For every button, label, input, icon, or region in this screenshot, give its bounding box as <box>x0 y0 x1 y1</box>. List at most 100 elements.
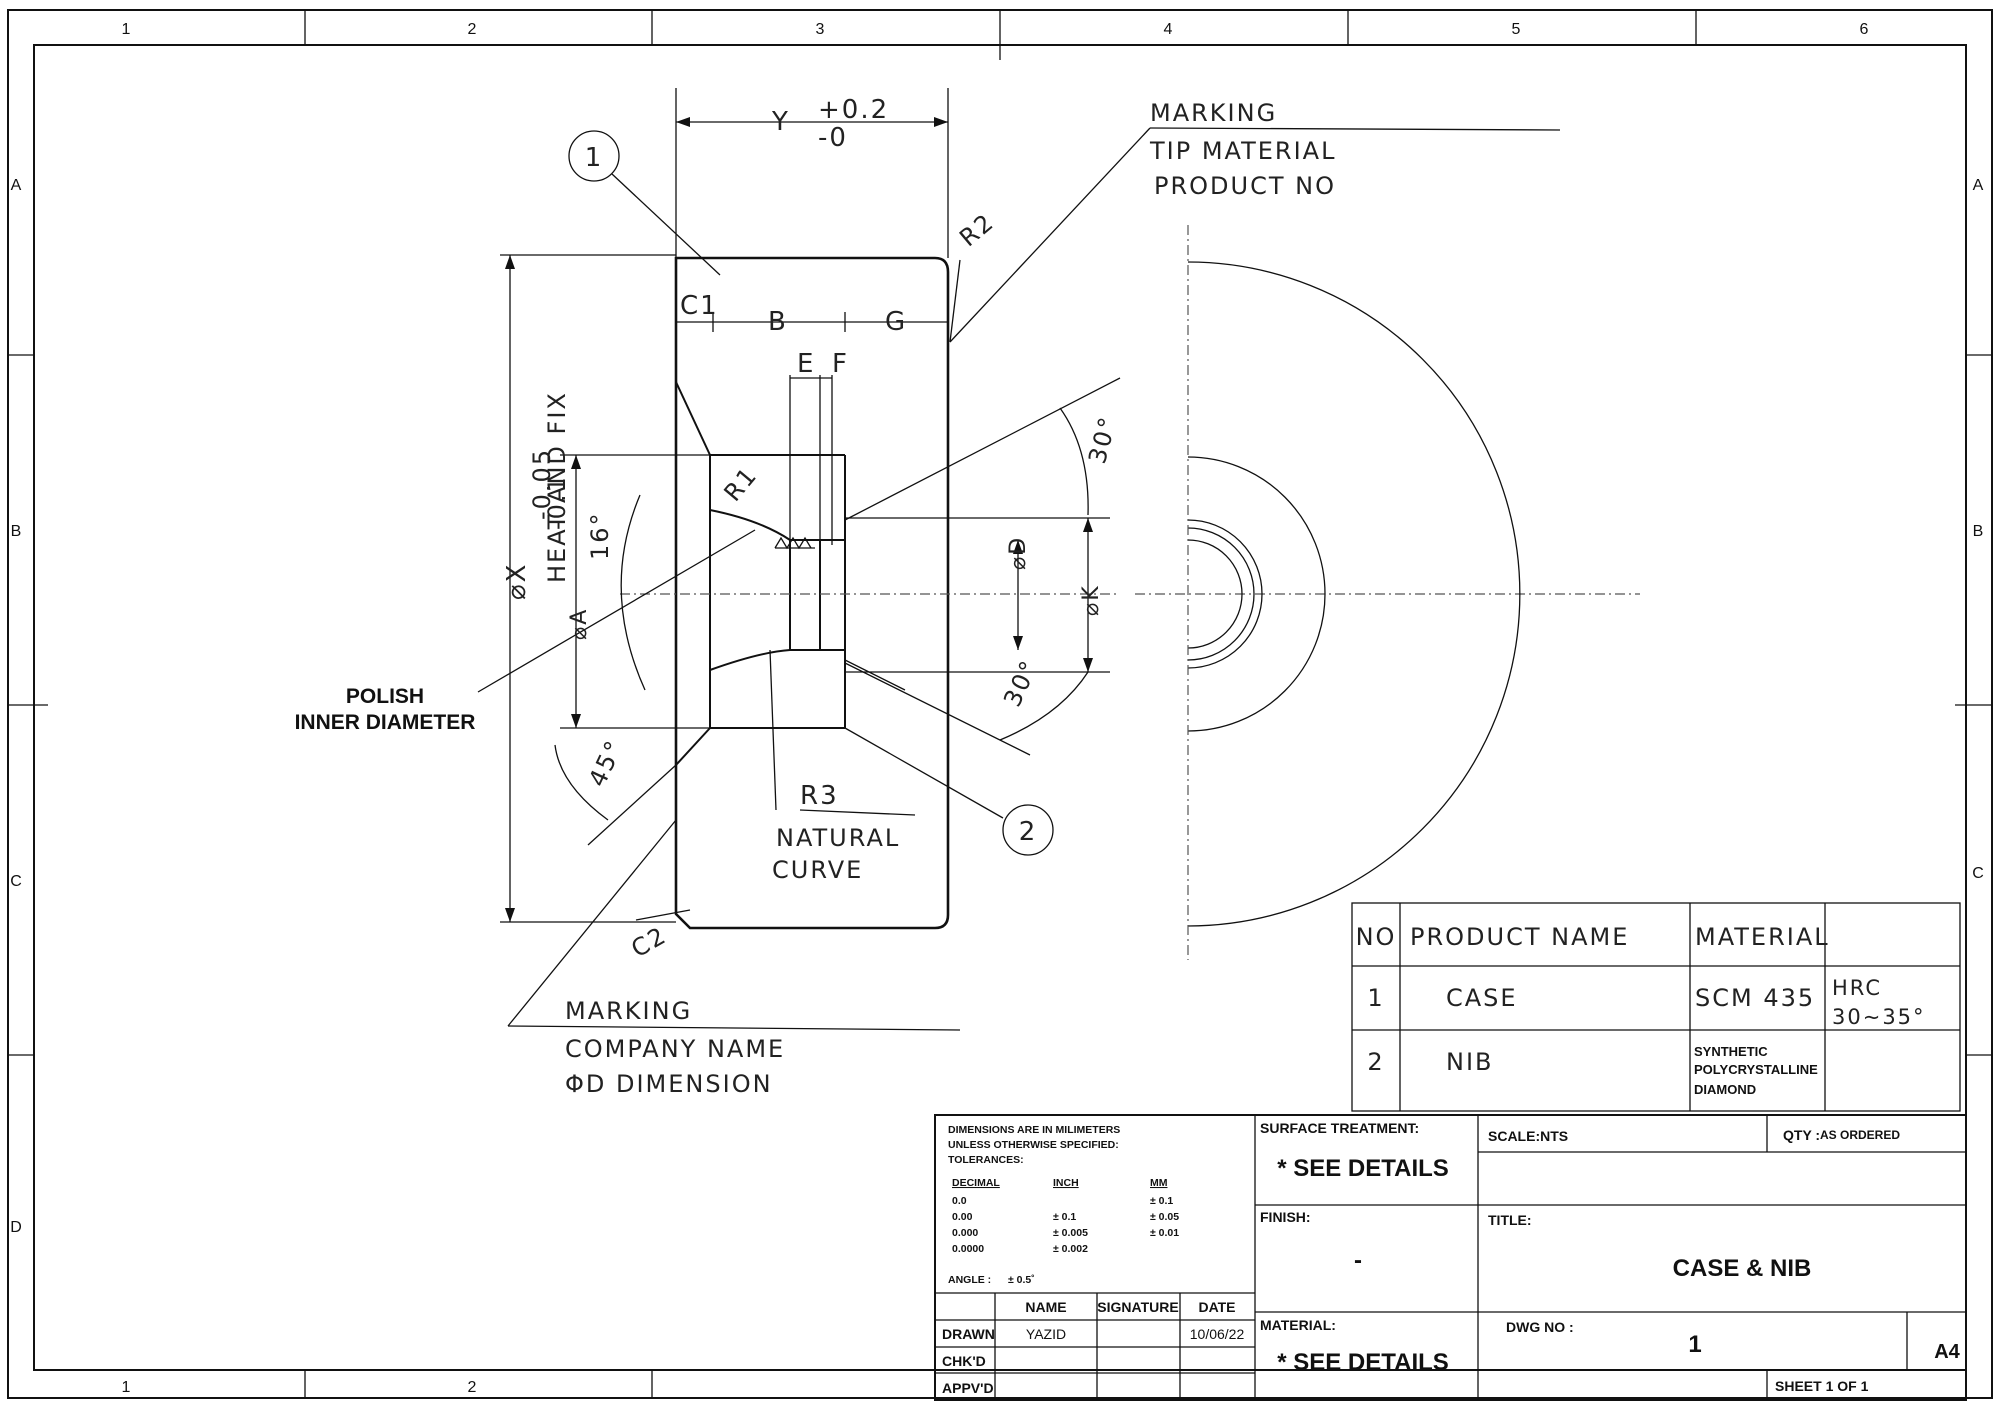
marking-company-line-2: COMPANY NAME <box>565 1035 785 1063</box>
parts-table: NO PRODUCT NAME MATERIAL 1 CASE SCM 435 … <box>1351 902 1961 1112</box>
zone-col-1: 1 <box>122 21 131 38</box>
sig-drawn-name: YAZID <box>1026 1326 1066 1342</box>
tol-row-1-decimal: 0.0 <box>952 1195 967 1207</box>
parts-row-2-material-1: SYNTHETIC <box>1694 1044 1768 1059</box>
dim-angle-16: 16° <box>586 511 614 560</box>
zone-labels: 1 2 3 4 5 6 1 2 A B C D A B C <box>10 21 1984 1396</box>
balloon-1 <box>568 130 620 182</box>
dim-y-label: Y <box>771 107 790 137</box>
zone-col-5: 5 <box>1512 21 1521 38</box>
sheet-label: SHEET 1 OF 1 <box>1775 1378 1869 1394</box>
balloon-1-label: 1 <box>585 143 604 173</box>
zone-col-6: 6 <box>1860 21 1869 38</box>
drawing-title: CASE & NIB <box>1673 1255 1812 1282</box>
parts-row-1-material: SCM 435 <box>1695 984 1815 1012</box>
heat-and-fix-note: HEAT AND FIX <box>543 391 571 583</box>
dim-r2: R2 <box>954 208 1000 253</box>
zone-row-c-right: C <box>1972 865 1984 882</box>
balloons: 1 2 <box>568 130 1054 856</box>
material-label: MATERIAL: <box>1260 1317 1336 1333</box>
tol-row-1-mm: ± 0.1 <box>1150 1195 1173 1207</box>
sig-drawn-date: 10/06/22 <box>1190 1326 1245 1342</box>
zone-col-3: 3 <box>816 21 825 38</box>
sig-role-checked: CHK'D <box>942 1353 986 1369</box>
finish-value: - <box>1354 1247 1362 1274</box>
qty-value: AS ORDERED <box>1820 1128 1900 1142</box>
dim-f: F <box>832 349 849 379</box>
zone-row-b-right: B <box>1973 523 1984 540</box>
sig-header-date: DATE <box>1198 1299 1235 1315</box>
tol-header-decimal: DECIMAL <box>952 1177 1000 1189</box>
section-view <box>620 256 1640 930</box>
natural-curve-line-1: NATURAL <box>776 824 900 852</box>
drawing-frame <box>7 9 1993 1399</box>
title-block: DIMENSIONS ARE IN MILIMETERS UNLESS OTHE… <box>934 1114 1967 1401</box>
tol-header-mm: MM <box>1150 1177 1168 1189</box>
tol-row-2-mm: ± 0.05 <box>1150 1211 1179 1223</box>
dim-g: G <box>885 307 907 337</box>
zone-row-a-left: A <box>11 177 22 194</box>
parts-row-1-hrc-value: 30∼35° <box>1832 1005 1926 1029</box>
zone-col-2: 2 <box>468 21 477 38</box>
dimension-lines <box>500 88 1093 923</box>
dims-note-2: UNLESS OTHERWISE SPECIFIED: <box>948 1139 1119 1151</box>
zone-bottom-col-2: 2 <box>468 1379 477 1396</box>
dim-x-label: ⌀X <box>502 563 532 600</box>
marking-tip-line-2: TIP MATERIAL <box>1149 137 1336 165</box>
polish-line-1: POLISH <box>346 685 424 708</box>
angle-value: ± 0.5˚ <box>1008 1274 1035 1286</box>
dim-angle-30-top: 30° <box>1083 413 1123 467</box>
dims-note-1: DIMENSIONS ARE IN MILIMETERS <box>948 1124 1120 1136</box>
dim-e: E <box>797 349 815 379</box>
finish-label: FINISH: <box>1260 1209 1311 1225</box>
parts-row-1-hrc: HRC <box>1832 976 1882 1000</box>
surface-label: SURFACE TREATMENT: <box>1260 1120 1419 1136</box>
zone-row-c-left: C <box>10 873 22 890</box>
zone-row-b-left: B <box>11 523 22 540</box>
dim-r3: R3 <box>800 781 839 811</box>
zone-bottom-col-1: 1 <box>122 1379 131 1396</box>
dim-angle-30-bottom: 30° <box>998 655 1044 711</box>
dim-k: ⌀K <box>1079 584 1104 616</box>
parts-row-2-material-2: POLYCRYSTALLINE <box>1694 1062 1818 1077</box>
sig-role-approved: APPV'D <box>942 1380 994 1396</box>
balloon-2 <box>1002 804 1054 856</box>
dim-a-label: ⌀A <box>567 608 592 640</box>
sig-header-name: NAME <box>1025 1299 1066 1315</box>
tol-row-3-decimal: 0.000 <box>952 1227 978 1239</box>
surface-value: * SEE DETAILS <box>1277 1155 1449 1182</box>
dim-b: B <box>768 307 788 337</box>
dim-x-tol-upper: -0.05 <box>528 448 556 520</box>
polish-note: POLISH INNER DIAMETER <box>295 685 476 734</box>
tol-row-3-inch: ± 0.005 <box>1053 1227 1088 1239</box>
parts-row-1-name: CASE <box>1446 984 1518 1012</box>
dim-x-tol-lower: -0.1 <box>543 475 571 530</box>
natural-curve-line-2: CURVE <box>772 856 863 884</box>
tol-header-inch: INCH <box>1053 1177 1079 1189</box>
polish-line-2: INNER DIAMETER <box>295 711 476 734</box>
dim-c1: C1 <box>680 291 719 321</box>
dims-note-3: TOLERANCES: <box>948 1154 1024 1166</box>
sig-header-signature: SIGNATURE <box>1097 1299 1178 1315</box>
tol-row-4-decimal: 0.0000 <box>952 1243 984 1255</box>
parts-header-material: MATERIAL <box>1695 923 1830 951</box>
parts-header-product: PRODUCT NAME <box>1410 923 1629 951</box>
dwg-no-value: 1 <box>1688 1331 1701 1358</box>
dim-d: ⌀D <box>1006 536 1031 570</box>
sig-role-drawn: DRAWN <box>942 1326 995 1342</box>
parts-row-2-no: 2 <box>1367 1048 1384 1076</box>
end-view <box>1187 225 1521 960</box>
parts-row-2-name: NIB <box>1446 1048 1494 1076</box>
balloon-2-label: 2 <box>1019 817 1038 847</box>
zone-row-d-left: D <box>10 1219 22 1236</box>
tol-row-2-inch: ± 0.1 <box>1053 1211 1076 1223</box>
material-value: * SEE DETAILS <box>1277 1349 1449 1376</box>
parts-row-2-material-3: DIAMOND <box>1694 1082 1756 1097</box>
dim-y-tol-upper: +0.2 <box>818 95 889 125</box>
dim-y-tol-lower: -0 <box>818 123 848 153</box>
marking-tip-line-1: MARKING <box>1150 99 1277 127</box>
scale-label: SCALE:NTS <box>1488 1128 1568 1144</box>
title-label: TITLE: <box>1488 1212 1532 1228</box>
parts-header-no: NO <box>1356 923 1397 951</box>
